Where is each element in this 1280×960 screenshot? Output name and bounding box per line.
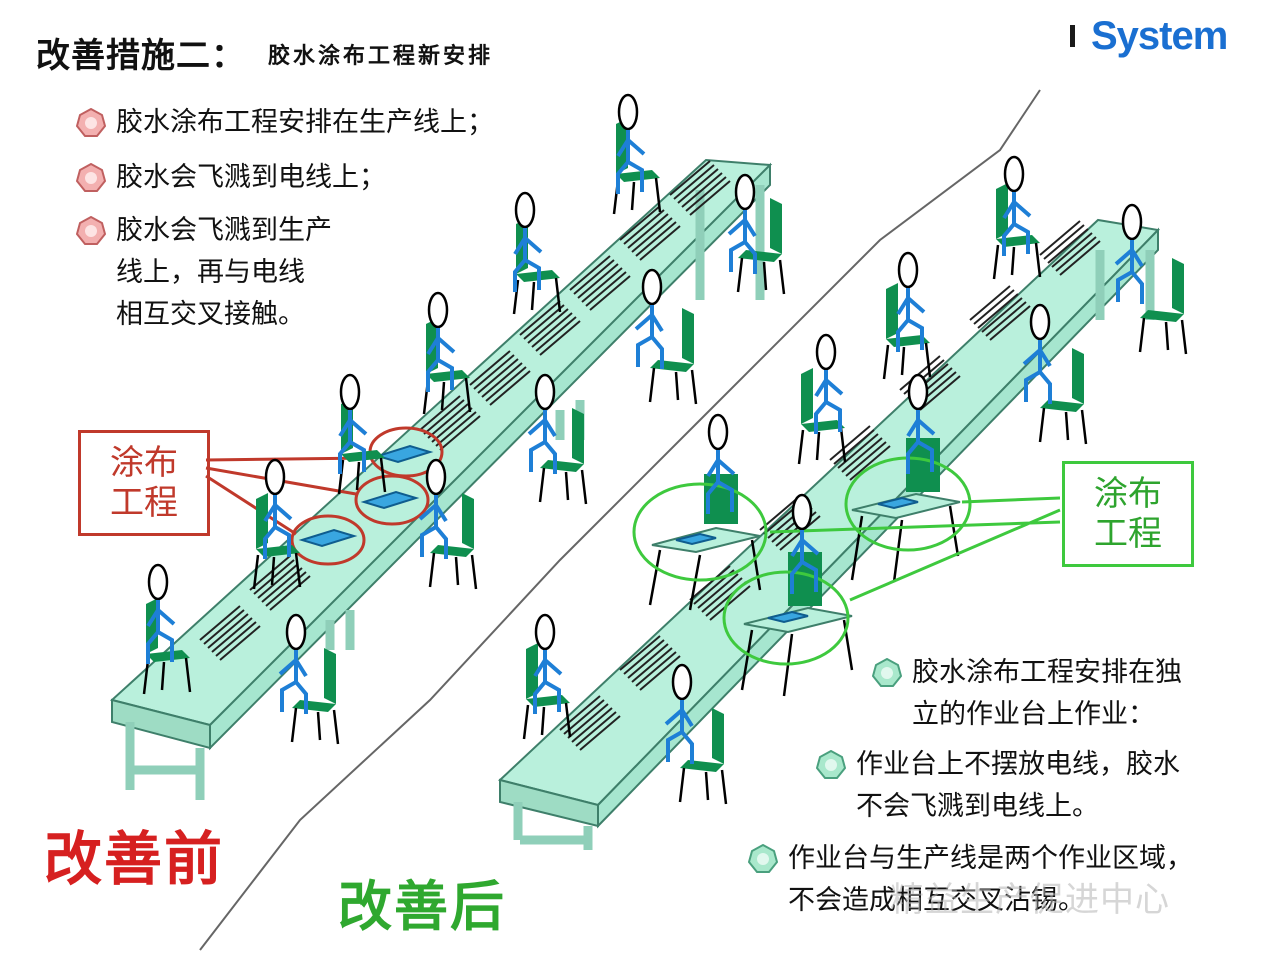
after-caption: 改善后 [338,862,506,941]
before-bullet-2: 胶水会飞溅到电线上； [76,157,386,199]
after-bullet-1: 胶水涂布工程安排在独 立的作业台上作业： [872,652,1182,736]
after-bullet-2: 作业台上不摆放电线，胶水 不会飞溅到电线上。 [816,744,1180,828]
before-bullet-3: 胶水会飞溅到生产 线上，再与电线 相互交叉接触。 [76,210,332,336]
before-bullet-text: 胶水会飞溅到电线上； [116,157,386,199]
green-gem-icon [816,750,846,780]
before-bullet-1: 胶水涂布工程安排在生产线上； [76,102,494,144]
after-bullet-text: 作业台上不摆放电线，胶水 不会飞溅到电线上。 [856,744,1180,828]
before-bullet-text: 胶水涂布工程安排在生产线上； [116,102,494,144]
red-gem-icon [76,216,106,246]
green-gem-icon [748,844,778,874]
before-coating-label: 涂布 工程 [78,430,210,536]
watermark: 精益生产促进中心 [890,872,1170,921]
after-coating-label: 涂布 工程 [1062,461,1194,567]
red-gem-icon [76,108,106,138]
before-caption: 改善前 [44,812,224,896]
before-bullet-text: 胶水会飞溅到生产 线上，再与电线 相互交叉接触。 [116,210,332,336]
green-gem-icon [872,658,902,688]
red-gem-icon [76,163,106,193]
after-bullet-text: 胶水涂布工程安排在独 立的作业台上作业： [912,652,1182,736]
